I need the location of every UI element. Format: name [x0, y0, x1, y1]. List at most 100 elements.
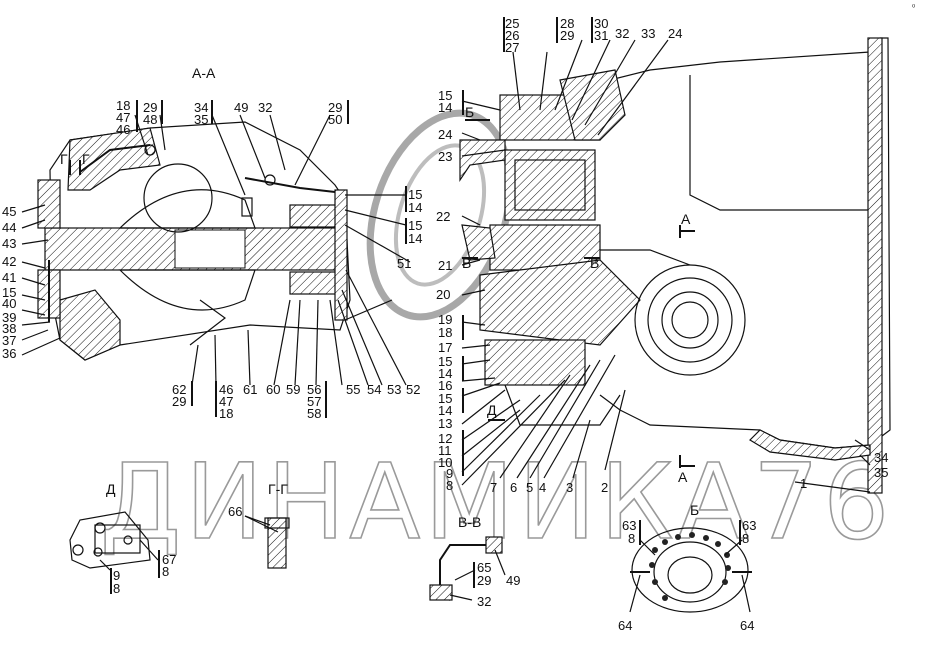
aa-breather-pipe	[79, 144, 151, 173]
callout-35-aa: 35	[194, 112, 208, 127]
callout-41: 41	[2, 270, 16, 285]
section-aa-view: А-А Г Г	[21, 65, 411, 418]
callout-15-aa-left: 15	[2, 285, 16, 300]
aa-bolt	[264, 174, 276, 186]
callout-2: 2	[601, 480, 608, 495]
section-d-arrow-label: Д	[487, 402, 497, 418]
callout-22: 22	[436, 209, 450, 224]
callout-46-aa: 46	[116, 122, 130, 137]
callout-56: 56	[307, 382, 321, 397]
aa-left-bearing-top	[37, 179, 61, 229]
aa-right-cap	[334, 189, 348, 321]
detail-gg-view: Г-Г	[244, 481, 290, 569]
callout-59: 59	[286, 382, 300, 397]
section-v-left-label: В	[462, 255, 471, 271]
main-housing-outline	[589, 37, 891, 449]
section-b-title: Б	[690, 502, 699, 518]
corner-mark: ⁰	[912, 3, 915, 12]
section-aa-title: А-А	[192, 65, 216, 81]
main-assembly-view: Б В В А А Д	[459, 17, 891, 494]
callout-60: 60	[266, 382, 280, 397]
callout-46-aa-bottom: 46	[219, 382, 233, 397]
main-left-flange-top	[459, 139, 506, 182]
callout-58: 58	[307, 406, 321, 421]
aa-housing-upper-wall	[67, 127, 161, 191]
callout-19: 19	[438, 312, 452, 327]
vv-elbow	[485, 536, 503, 554]
callout-27: 27	[505, 40, 519, 55]
section-vv-title: В-В	[458, 514, 481, 530]
callout-29-aa: 29	[143, 100, 157, 115]
callout-63-left: 63	[622, 518, 636, 533]
aa-lower-lever	[189, 299, 227, 346]
callout-54: 54	[367, 382, 381, 397]
callout-31: 31	[594, 28, 608, 43]
callout-47-aa-bottom: 47	[219, 394, 233, 409]
section-g-left-label: Г	[60, 151, 68, 167]
callout-20: 20	[436, 287, 450, 302]
d-leaders	[99, 539, 159, 571]
callout-39: 39	[2, 310, 16, 325]
gg-fitting-body	[267, 517, 287, 569]
callout-10: 10	[438, 455, 452, 470]
d-plate	[94, 524, 141, 554]
main-upper-gear	[504, 149, 596, 221]
callout-15-aa-1: 15	[408, 187, 422, 202]
b-outer-ring	[631, 527, 749, 613]
callout-40: 40	[2, 296, 16, 311]
callout-11: 11	[438, 443, 452, 458]
gg-leaders	[244, 515, 279, 533]
callout-23: 23	[438, 149, 452, 164]
detail-d-view: Д	[69, 481, 160, 594]
callout-36: 36	[2, 346, 16, 361]
callout-6: 6	[510, 480, 517, 495]
callout-42: 42	[2, 254, 16, 269]
callout-12: 12	[438, 431, 452, 446]
aa-housing-lower-wall	[59, 289, 121, 361]
callout-24-top: 24	[668, 26, 682, 41]
aa-gear-top	[118, 189, 256, 229]
callout-53: 53	[387, 382, 401, 397]
callout-66: 66	[228, 504, 242, 519]
callout-9-d: 9	[113, 568, 120, 583]
callout-8-main: 8	[446, 478, 453, 493]
b-leaders	[629, 539, 751, 613]
main-pinion-shaft	[479, 259, 641, 346]
detail-vv-view: В-В	[429, 514, 506, 601]
callout-14-aa-1: 14	[408, 200, 422, 215]
callout-35-right: 35	[874, 465, 888, 480]
main-drum-middle	[647, 277, 733, 363]
d-bolt-3	[93, 547, 103, 557]
d-bolt-2	[72, 544, 84, 556]
aa-leader-lines	[21, 114, 411, 386]
callout-67: 67	[162, 552, 176, 567]
callout-45: 45	[2, 204, 16, 219]
callout-34-right: 34	[874, 450, 888, 465]
callout-13: 13	[438, 416, 452, 431]
callout-3: 3	[566, 480, 573, 495]
callout-4: 4	[539, 480, 546, 495]
callout-28: 28	[560, 16, 574, 31]
main-leader-lines	[461, 39, 871, 493]
callout-29-vv: 29	[477, 573, 491, 588]
main-bracket-ticks	[462, 17, 593, 476]
callout-25: 25	[505, 16, 519, 31]
callout-30: 30	[594, 16, 608, 31]
aa-oil-pipe	[244, 177, 336, 193]
callout-15-c: 15	[438, 391, 452, 406]
callout-24-left: 24	[438, 127, 452, 142]
callout-38: 38	[2, 321, 16, 336]
callout-18-main: 18	[438, 325, 452, 340]
aa-gear-web	[143, 163, 213, 233]
aa-shaft-spline	[174, 229, 246, 269]
section-a-upper-label: А	[681, 211, 691, 227]
d-bolt-4	[123, 535, 133, 545]
callout-21: 21	[438, 258, 452, 273]
aa-gear-bottom	[118, 269, 256, 311]
callout-8-d-right: 8	[162, 564, 169, 579]
section-a-lower-label: А	[678, 469, 688, 485]
callout-16: 16	[438, 378, 452, 393]
section-d-title: Д	[106, 481, 116, 497]
callout-65: 65	[477, 560, 491, 575]
d-bolt-1	[94, 522, 106, 534]
